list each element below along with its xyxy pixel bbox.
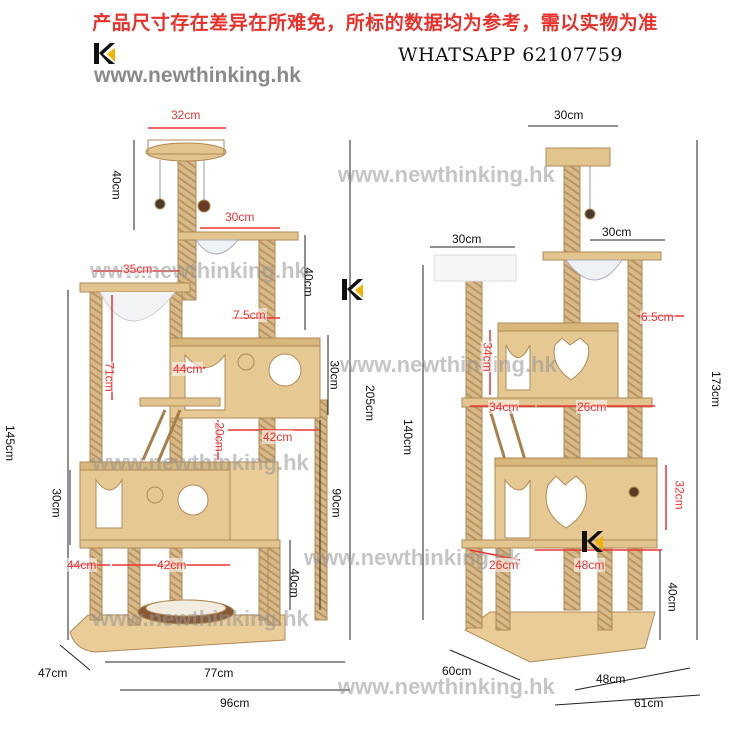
dim-label-bubble-shelf: 30cm <box>602 225 632 239</box>
watermark: www.newthinking.hk <box>304 545 521 570</box>
dim-label-depth: 60cm <box>442 664 472 678</box>
watermark: www.newthinking.hk <box>92 606 309 631</box>
dim-label-hammock-shelf: 35cm <box>122 262 154 276</box>
brand-logo-icon <box>92 42 118 66</box>
dim-label-top-bed: 30cm <box>554 108 584 122</box>
watermark: www.newthinking.hk <box>338 162 555 187</box>
dim-label-total-height: 173cm <box>709 370 724 408</box>
dim-label-bed-height: 40cm <box>301 267 316 297</box>
dim-label-width: 48cm <box>596 672 626 686</box>
dim-label-post-diameter: 6.5cm <box>640 310 675 324</box>
dim-label-upper-box-width: 26cm <box>576 400 608 414</box>
dim-label-top-platform: 32cm <box>170 108 202 122</box>
whatsapp-number: WHATSAPP 62107759 <box>398 44 624 66</box>
dim-label-total-height: 205cm <box>363 384 378 422</box>
dim-label-lower-box-height: 32cm <box>672 479 687 511</box>
dim-label-lower-box-height: 30cm <box>49 488 64 518</box>
dim-label-upper-box-height: 34cm <box>480 341 495 373</box>
dim-label-width: 77cm <box>204 666 234 680</box>
watermark: www.newthinking.hk <box>92 450 309 475</box>
dim-label-left-height: 145cm <box>3 424 18 462</box>
dim-label-top-height: 40cm <box>109 170 124 200</box>
dim-label-base-height: 40cm <box>665 582 680 612</box>
dim-label-box-height: 30cm <box>327 360 342 390</box>
dim-label-ladder-height: 20cm <box>212 421 227 453</box>
dim-label-left-height: 140cm <box>401 418 416 456</box>
watermark: www.newthinking.hk <box>340 352 557 377</box>
right-cat-tree <box>433 147 662 663</box>
dim-label-post-height: 90cm <box>329 488 344 518</box>
dim-label-lower-box-depth: 26cm <box>488 558 520 572</box>
dim-label-lower-box-depth: 44cm <box>66 558 98 572</box>
brand-logo-icon <box>340 278 366 302</box>
dim-label-cushion: 30cm <box>452 232 482 246</box>
left-cat-tree <box>69 139 328 653</box>
disclaimer-text: 产品尺寸存在差异在所难免，所标的数据均为参考，需以实物为准 <box>92 12 658 34</box>
dim-label-lower-box-width: 48cm <box>574 558 606 572</box>
dim-label-upper-box-depth: 34cm <box>488 400 520 414</box>
dim-label-depth: 47cm <box>38 666 68 680</box>
dim-label-total-width: 61cm <box>634 696 664 710</box>
website-url: www.newthinking.hk <box>94 64 301 87</box>
watermark: www.newthinking.hk <box>338 674 555 699</box>
dim-label-upper-box-depth: 44cm <box>172 362 204 376</box>
dim-label-upper-box-width: 42cm <box>262 430 294 444</box>
dim-label-bubble-bed: 30cm <box>224 210 256 224</box>
dim-label-lower-box-width: 42cm <box>156 558 188 572</box>
dim-label-hammock-height: 71cm <box>102 361 117 393</box>
brand-logo-icon <box>580 530 606 554</box>
dim-label-post-diameter: 7.5cm <box>232 308 267 322</box>
dim-label-base-height: 40cm <box>287 568 302 598</box>
dim-label-total-width: 96cm <box>220 696 250 710</box>
